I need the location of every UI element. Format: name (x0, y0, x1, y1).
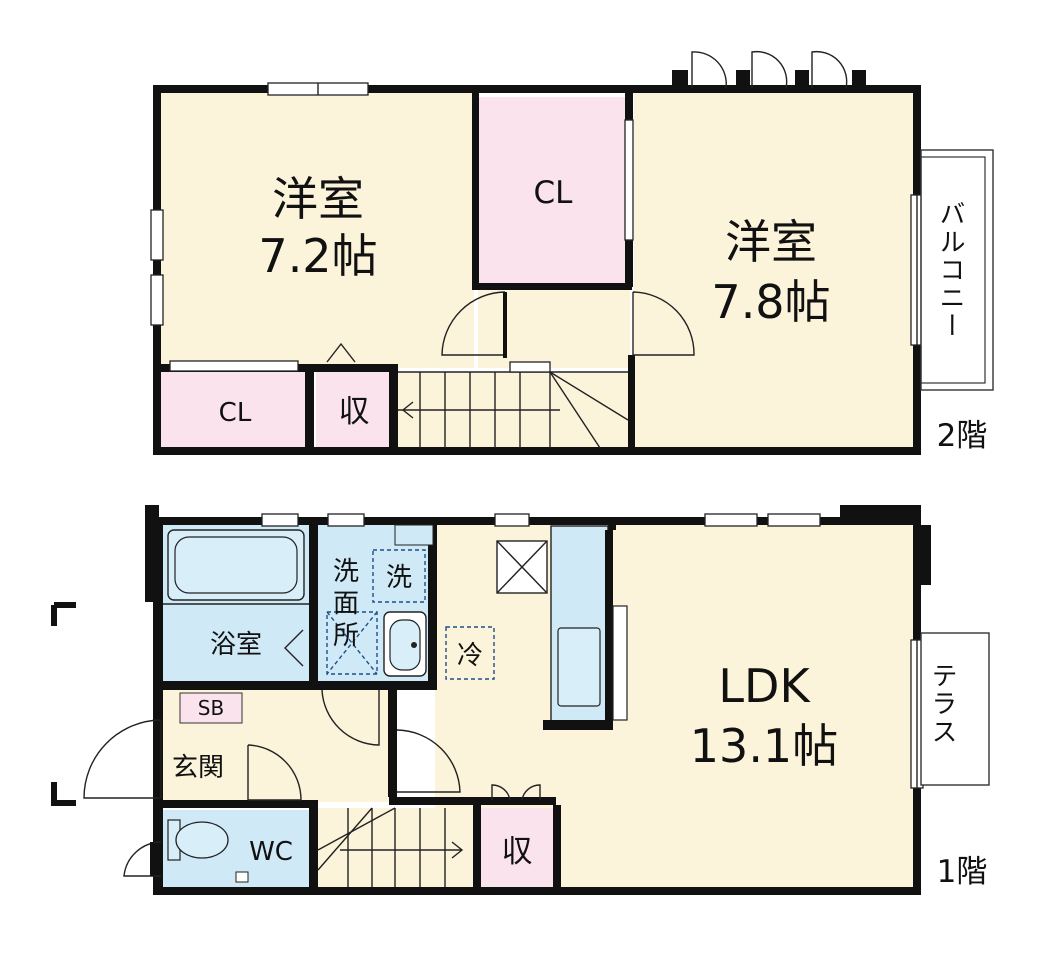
closet-center-label: CL (534, 175, 574, 211)
ldk-size: 13.1帖 (690, 719, 838, 773)
closet-center-floor (478, 97, 626, 284)
kitchen (496, 525, 628, 730)
storage-2f-floor (316, 372, 392, 448)
level-2-label: 2階 (937, 418, 988, 454)
balcony-label: バルコニー (935, 200, 965, 340)
hall-2f-floor (478, 290, 630, 368)
washroom-label-1: 洗 (333, 557, 359, 587)
floor-1: テラス 浴室 洗 面 所 洗 冷 SB 玄関 WC 収 LDK 13.1帖 1階 (51, 505, 990, 895)
stairs-1f (317, 807, 464, 887)
level-1-label: 1階 (937, 854, 988, 890)
washroom-fixtures (326, 524, 434, 677)
fridge-space (445, 626, 495, 680)
floor-2: バルコニー 洋室 7.2帖 CL 洋室 7.8帖 CL 収 2階 (150, 50, 994, 455)
bathtub (163, 529, 309, 667)
toilet-fixture (167, 819, 249, 883)
ldk-name: LDK (718, 659, 811, 713)
closet-west-floor (160, 372, 308, 448)
terrace: テラス (920, 632, 990, 786)
bedroom-east-name: 洋室 (725, 215, 817, 269)
bedroom-west-name: 洋室 (272, 172, 364, 226)
bathroom-label: 浴室 (210, 630, 262, 660)
toilet-label: WC (249, 837, 293, 867)
shoe-box-floor (179, 692, 243, 724)
shoe-box-label: SB (198, 696, 224, 720)
washer-label: 洗 (386, 563, 412, 593)
storage-1f-label: 収 (502, 834, 533, 870)
closet-west-label: CL (219, 398, 252, 428)
fridge-label: 冷 (457, 641, 483, 671)
washroom-label-3: 所 (333, 621, 359, 651)
washroom-label-2: 面 (333, 589, 359, 619)
entrance-label: 玄関 (172, 753, 224, 783)
stairs-2f (398, 361, 629, 449)
balcony: バルコニー (920, 149, 994, 391)
bedroom-east-floor (634, 92, 914, 448)
storage-1f-floor (481, 808, 553, 887)
bedroom-east-size: 7.8帖 (711, 275, 830, 329)
terrace-label: テラス (927, 662, 957, 746)
bedroom-west-size: 7.2帖 (258, 229, 377, 283)
storage-2f-label: 収 (339, 394, 370, 430)
bedroom-west-floor (160, 92, 474, 368)
